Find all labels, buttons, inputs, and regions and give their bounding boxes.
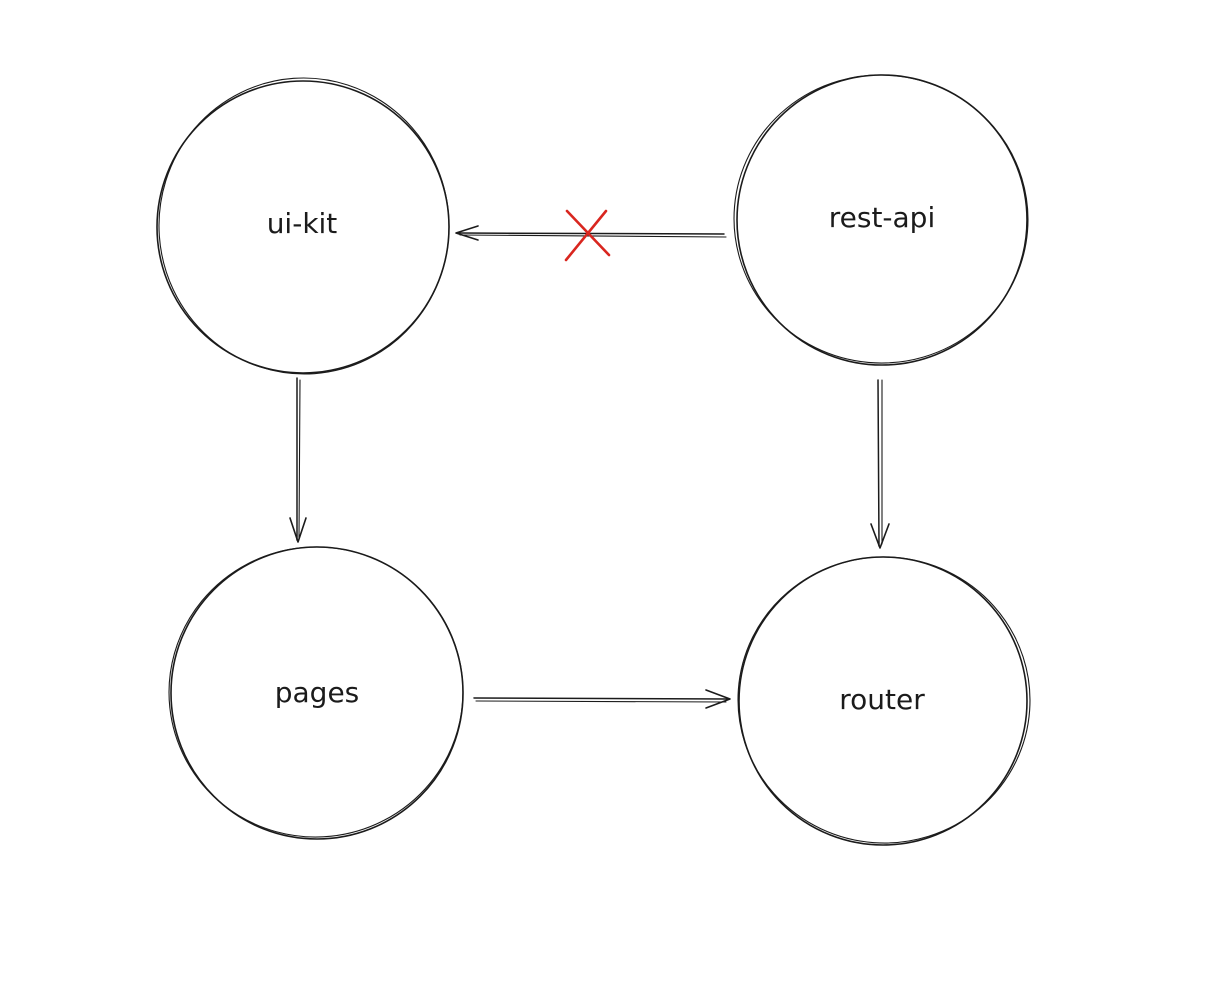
node-ui-kit[interactable]: ui-kit bbox=[149, 68, 459, 384]
edge-pages-to-router-arrowhead bbox=[705, 689, 731, 709]
node-rest-api-label: rest-api bbox=[829, 201, 936, 234]
edge-ui-kit-to-pages-arrowhead bbox=[289, 517, 307, 543]
blocked-dependency-cross-icon bbox=[564, 209, 611, 262]
node-router-circle-sketch bbox=[737, 556, 1031, 844]
edge-ui-kit-to-pages-line-sketch bbox=[298, 379, 301, 539]
edge-rest-api-to-router bbox=[870, 379, 890, 549]
edge-rest-api-to-ui-kit-arrowhead bbox=[455, 225, 479, 241]
node-pages-label: pages bbox=[275, 676, 360, 709]
node-pages[interactable]: pages bbox=[155, 532, 478, 851]
edge-rest-api-to-ui-kit bbox=[455, 209, 727, 262]
edge-rest-api-to-ui-kit-line bbox=[457, 232, 725, 235]
node-ui-kit-circle-sketch bbox=[158, 77, 450, 375]
node-rest-api-circle-sketch bbox=[733, 74, 1029, 364]
node-router-label: router bbox=[839, 683, 925, 716]
edge-rest-api-to-ui-kit-line-sketch bbox=[459, 234, 727, 238]
edge-rest-api-to-router-line bbox=[877, 379, 880, 547]
edge-pages-to-router bbox=[473, 689, 731, 709]
edge-ui-kit-to-pages bbox=[289, 377, 307, 543]
node-rest-api[interactable]: rest-api bbox=[722, 63, 1040, 376]
edge-pages-to-router-line-sketch bbox=[475, 700, 727, 703]
node-pages-circle-sketch bbox=[168, 546, 464, 838]
node-router[interactable]: router bbox=[728, 547, 1039, 853]
edge-rest-api-to-router-arrowhead bbox=[870, 523, 890, 549]
node-ui-kit-label: ui-kit bbox=[267, 207, 338, 240]
edge-pages-to-router-line bbox=[473, 697, 729, 700]
